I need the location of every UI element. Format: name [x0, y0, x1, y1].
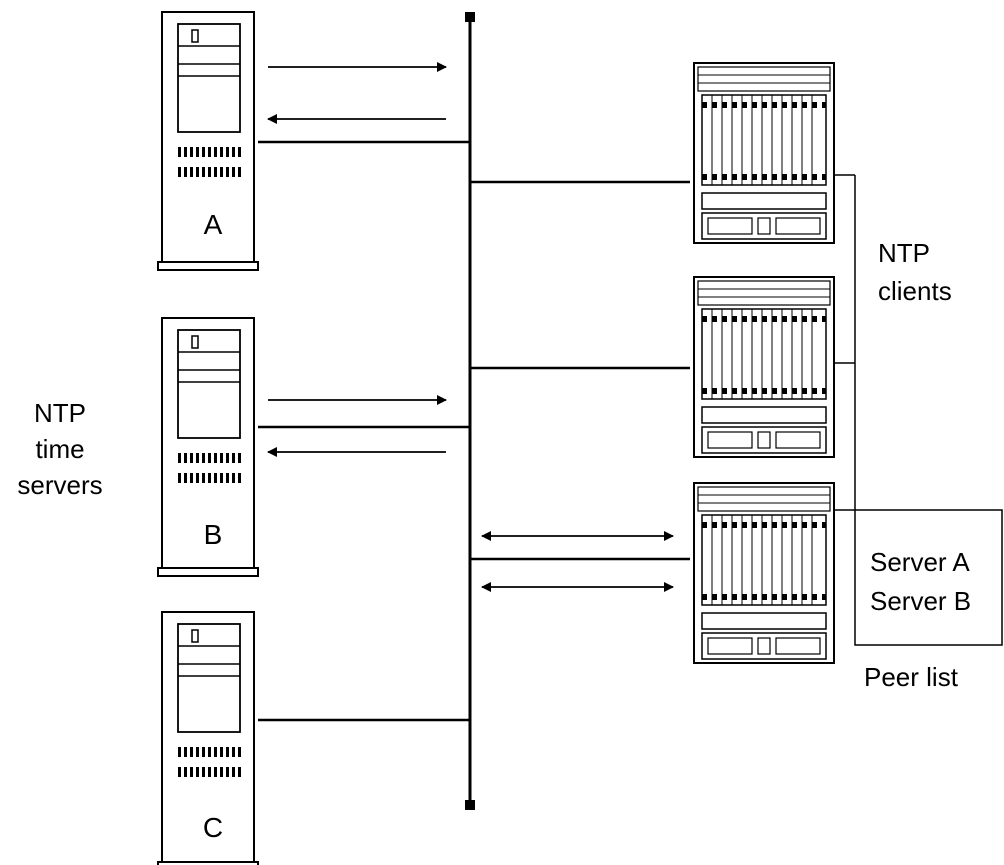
server-a: A — [157, 11, 259, 271]
bus-terminator-top — [465, 12, 475, 22]
clients-heading: NTP clients — [878, 238, 952, 306]
client-1 — [693, 62, 835, 244]
server-b: B — [157, 317, 259, 577]
servers-heading-line-2: time — [35, 434, 84, 464]
clients-heading-line-2: clients — [878, 276, 952, 306]
clients-heading-line-1: NTP — [878, 238, 930, 268]
peer-list-title: Peer list — [864, 662, 959, 692]
server-c: C — [157, 611, 259, 865]
peer-list-entry-2: Server B — [870, 586, 971, 616]
peer-list-entry-1: Server A — [870, 547, 970, 577]
network-bus — [465, 12, 475, 810]
peer-list-box — [854, 509, 1003, 646]
clients-bracket — [833, 174, 856, 511]
server-a-label: A — [204, 209, 223, 240]
servers-heading-line-1: NTP — [34, 398, 86, 428]
servers-heading: NTP time servers — [17, 398, 102, 500]
servers-heading-line-3: servers — [17, 470, 102, 500]
client-3 — [693, 482, 835, 664]
peer-list-entries: Server A Server B — [870, 547, 971, 616]
server-b-label: B — [204, 519, 223, 550]
bus-terminator-bottom — [465, 800, 475, 810]
client-2 — [693, 276, 835, 458]
server-c-label: C — [203, 812, 223, 843]
